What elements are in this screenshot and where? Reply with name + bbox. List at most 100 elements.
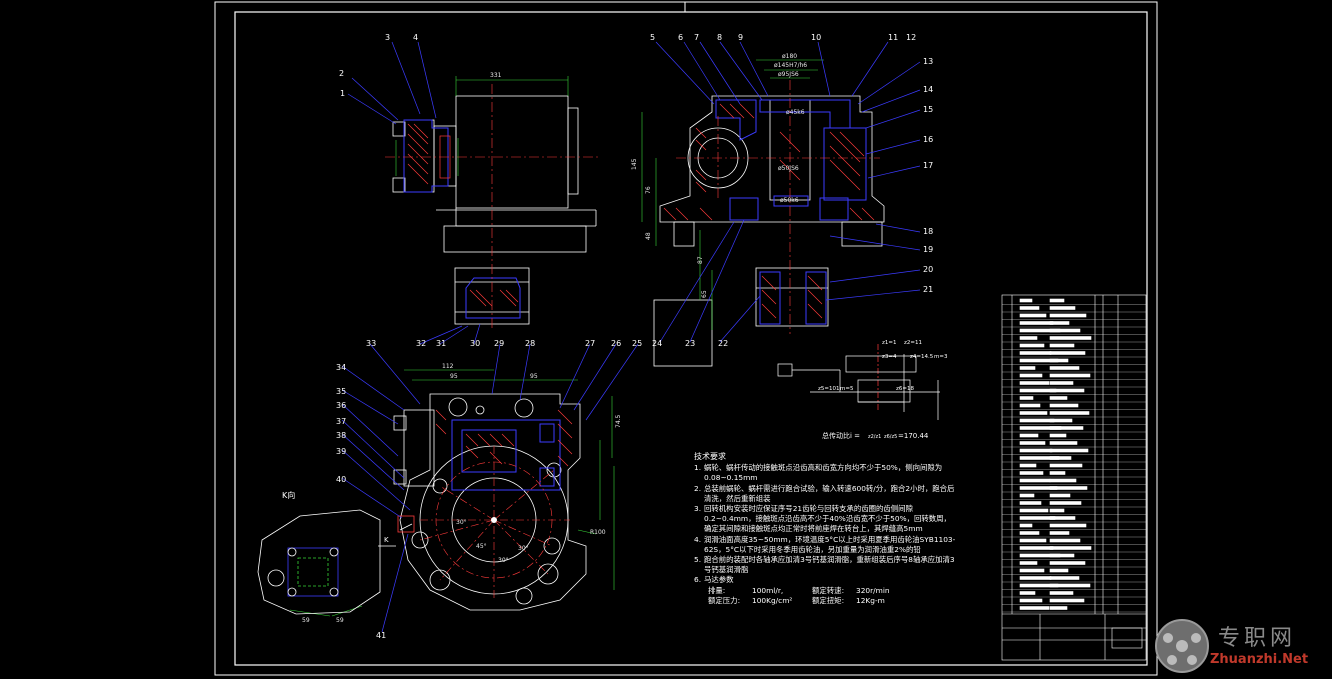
callout-10: 10 — [811, 33, 821, 42]
parts-list-cell-text — [1049, 396, 1068, 400]
ratio-text: 总传动比i = — [822, 431, 860, 440]
k-view — [257, 509, 415, 615]
parts-list-cell-text — [1019, 501, 1042, 505]
parts-list-cell-text — [1019, 433, 1039, 438]
note-item: 4.润滑油面高度35~50mm，环境温度5°C以上时采用夏季用齿轮油SYB110… — [694, 534, 956, 554]
sheet-border — [214, 1, 1158, 676]
parts-list-cell-text — [1049, 448, 1089, 453]
parts-list-cell-text — [1019, 508, 1049, 513]
dims-tr — [641, 59, 824, 330]
parts-list-cell-text — [1049, 298, 1065, 303]
tr-dim-labels: ø180 ø145H7/h6 ø95JS6 ø45k6 ø50JS6 ø50k6… — [631, 53, 807, 298]
note-item: 2.总装前蜗轮、蜗杆需进行跑合试验，输入转速600转/分，跑合2小时，跑合后清洗… — [694, 483, 955, 503]
callout-29: 29 — [494, 339, 504, 348]
callout-30: 30 — [470, 339, 480, 348]
parts-list-cell-text — [1019, 441, 1046, 445]
callout-4: 4 — [413, 33, 418, 42]
parts-list-cell-text — [1019, 523, 1033, 528]
angle-45: 45° — [476, 543, 487, 550]
callout-20: 20 — [923, 265, 933, 274]
center-lines-tr — [676, 80, 880, 334]
dim-d95: ø95JS6 — [778, 71, 799, 78]
parts-list-cell-text — [1049, 403, 1079, 408]
view-top-right-hatch — [663, 103, 875, 319]
callout-26: 26 — [611, 339, 621, 348]
angle-30b: 30° — [498, 557, 509, 564]
parts-list-cell-text — [1019, 336, 1038, 340]
note-item: 3.回转机构安装时应保证序号21齿轮与回转支承的齿圈的齿侧间隙0.2~0.4mm… — [694, 504, 951, 534]
parts-list-cell-text — [1049, 486, 1088, 490]
parts-list-cell-text — [1019, 538, 1047, 543]
view-bottom-hatch — [435, 409, 573, 467]
callout-25: 25 — [632, 339, 642, 348]
callout-19: 19 — [923, 245, 933, 254]
dim-d145: ø145H7/h6 — [774, 62, 807, 69]
parts-list-cell-text — [1049, 321, 1070, 325]
callout-40: 40 — [336, 475, 346, 484]
watermark-en: Zhuanzhi.Net — [1210, 652, 1309, 667]
callout-1: 1 — [340, 89, 345, 98]
parts-list-cell-text — [1049, 568, 1069, 573]
callout-24: 24 — [652, 339, 662, 348]
callout-8: 8 — [717, 33, 722, 42]
parts-list-cell-text — [1019, 313, 1047, 318]
gear-z4: z4=14.5 — [910, 354, 934, 360]
parts-list-cell-text — [1019, 366, 1036, 370]
dim-d180: ø180 — [782, 53, 797, 60]
callout-11: 11 — [888, 33, 898, 42]
callout-16: 16 — [923, 135, 933, 144]
view-bottom-section — [451, 419, 561, 491]
parts-list-cell-text — [1019, 411, 1048, 415]
dim-48: 48 — [645, 232, 652, 240]
dim-59a: 59 — [302, 617, 310, 624]
callout-33: 33 — [366, 339, 376, 348]
parts-list-cell-text — [1019, 561, 1038, 565]
callout-38: 38 — [336, 431, 346, 440]
parts-list-cell-text — [1019, 448, 1053, 453]
parts-list-cell-text — [1049, 433, 1067, 438]
parts-list-cell-text — [1049, 456, 1072, 460]
callout-21: 21 — [923, 285, 933, 294]
parts-list-cell-text — [1049, 493, 1071, 498]
gear-m1: m=3 — [934, 354, 948, 360]
note-item: 6.马达参数 — [694, 575, 734, 585]
schematic-labels: z1=1 z2=11 z3=4 z4=14.5 z5=101 z6=18 m=3… — [818, 340, 948, 392]
gear-z1: z1=1 — [882, 340, 897, 346]
callout-12: 12 — [906, 33, 916, 42]
k-view-label: K向 — [282, 490, 295, 500]
dim-76: 76 — [645, 186, 652, 194]
view-top-left — [392, 95, 597, 325]
gear-z3: z3=4 — [882, 354, 897, 360]
ratio-fraction-b: z6/z5 — [884, 434, 897, 440]
callout-31: 31 — [436, 339, 446, 348]
note-item: 1.蜗轮、蜗杆传动的接触斑点沿齿高和齿宽方向均不少于50%，侧向间隙为0.08~… — [694, 463, 943, 483]
transmission-schematic — [777, 344, 940, 420]
parts-list-cell-text — [1049, 508, 1065, 513]
parts-list-cell-text — [1049, 328, 1081, 333]
callout-35: 35 — [336, 387, 346, 396]
dim-112: 112 — [442, 363, 454, 370]
callout-23: 23 — [685, 339, 695, 348]
parts-list-cell-text — [1019, 418, 1055, 423]
parts-list-cell-text — [1049, 411, 1090, 415]
view-top-right — [653, 95, 885, 367]
callout-36: 36 — [336, 401, 346, 410]
bottom-dim-labels: 112 95 95 74.5 R100 59 59 45° 30° 30° 30… — [302, 363, 622, 624]
dim-87: 87 — [697, 256, 704, 264]
parts-list-cell-text — [1049, 388, 1085, 393]
parts-list-cell-text — [1049, 523, 1087, 528]
center-lines-tl — [385, 84, 600, 330]
dim-d50k: ø50k6 — [780, 197, 799, 204]
ratio-label: 总传动比i = z2/z1 z6/z5 =170.44 — [822, 431, 929, 440]
parts-list-cell-text — [1019, 343, 1045, 348]
parts-list-cell-text — [1049, 591, 1074, 595]
callout-39: 39 — [336, 447, 346, 456]
dim-65: 65 — [701, 290, 708, 298]
parts-list-cell-text — [1019, 591, 1036, 595]
ratio-fraction-a: z2/z1 — [868, 434, 881, 440]
parts-list-cell-text — [1049, 598, 1085, 603]
parts-list-cell-text — [1049, 381, 1074, 385]
parts-list-cell-text — [1019, 478, 1051, 483]
